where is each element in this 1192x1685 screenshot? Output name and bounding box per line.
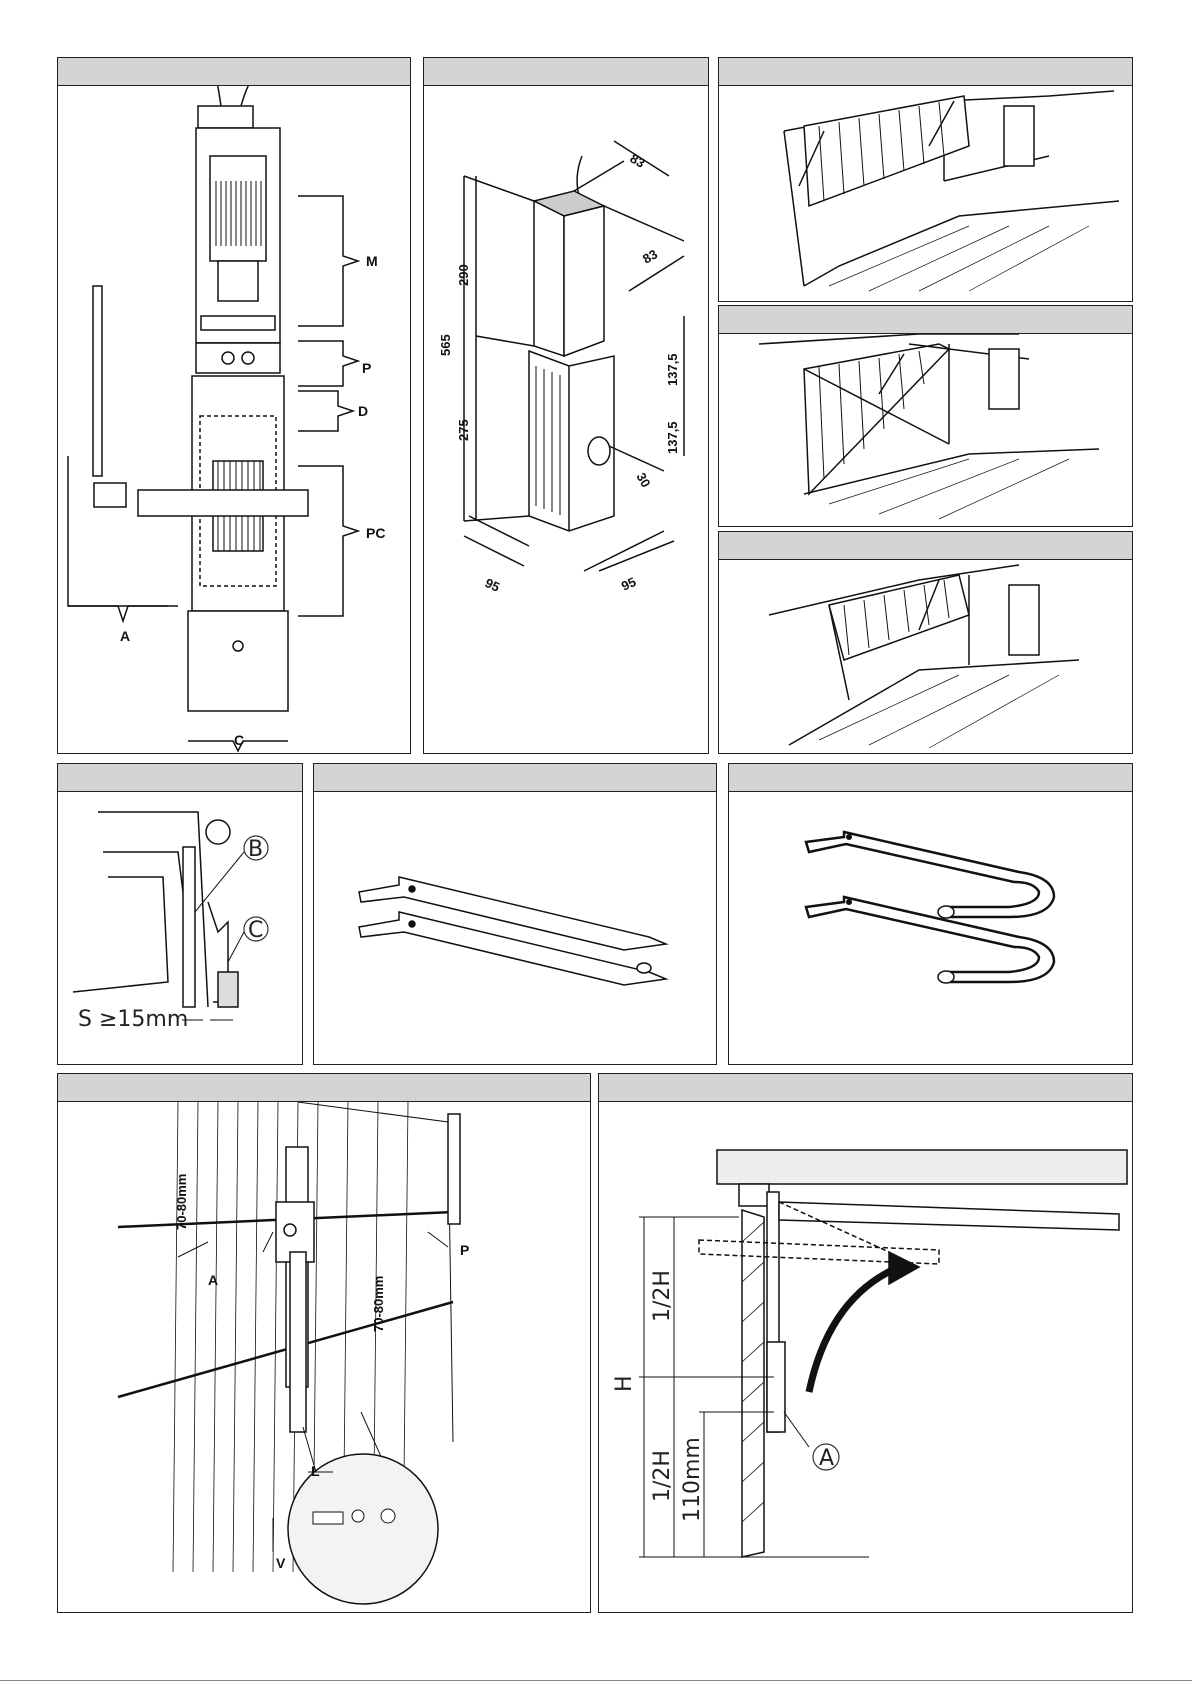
label-d: D [358,403,368,419]
label-h: H [612,1375,637,1392]
panel-installation: 70-80mm 70-80mm A P L V [57,1073,591,1613]
dim-shaft: 30 [633,470,653,490]
panel-door-view-1 [718,57,1133,302]
dim-upper: 290 [456,264,471,286]
panel-header [314,764,716,792]
label-c: C [248,918,263,943]
door-view-2-drawing [719,334,1132,527]
dim-top1: 83 [628,151,648,171]
panel-dimensions: 83 83 565 290 275 137,5 137,5 30 95 95 [423,57,709,754]
panel-header [424,58,708,86]
panel-header [58,58,410,86]
label-dim2: 70-80mm [371,1276,386,1332]
label-b: B [248,837,263,862]
panel-motor-section: M P D PC A C [57,57,411,754]
label-half-lower: 1/2H [650,1450,675,1502]
label-l: L [311,1463,320,1479]
label-pc: PC [366,525,385,541]
curved-arms-drawing [729,792,1132,1065]
panel-header [599,1074,1132,1102]
label-s: S ≥15mm [78,1007,188,1032]
dim-top2: 83 [640,246,660,266]
door-view-3-drawing [719,560,1132,754]
label-a: A [120,628,130,644]
dim-lower: 275 [456,419,471,441]
side-section-drawing: H 1/2H 1/2H 110mm A [599,1102,1132,1613]
label-m: M [366,253,378,269]
panel-curved-arms [728,763,1133,1065]
label-p: P [460,1242,469,1258]
label-dim1: 70-80mm [174,1174,189,1230]
label-a: A [819,1446,834,1471]
panel-clearance: B C S ≥15mm [57,763,303,1065]
label-offset: 110mm [680,1437,705,1522]
panel-side-section: H 1/2H 1/2H 110mm A [598,1073,1133,1613]
dimensions-drawing: 83 83 565 290 275 137,5 137,5 30 95 95 [424,86,708,754]
dim-base1: 95 [483,575,502,595]
dim-side1: 137,5 [665,353,680,386]
clearance-drawing: B C S ≥15mm [58,792,302,1065]
panel-header [58,1074,590,1102]
label-c: C [234,732,244,748]
dim-height-total: 565 [438,334,453,356]
label-a: A [208,1272,218,1288]
label-v: V [276,1555,286,1571]
panel-straight-arms [313,763,717,1065]
panel-door-view-3 [718,531,1133,754]
label-p: P [362,360,371,376]
panel-header [58,764,302,792]
label-half-upper: 1/2H [650,1270,675,1322]
motor-section-drawing: M P D PC A C [58,86,410,754]
footer-rule [0,1680,1192,1681]
panel-header [729,764,1132,792]
dim-base2: 95 [619,574,638,594]
panel-header [719,532,1132,560]
panel-door-view-2 [718,305,1133,527]
panel-header [719,58,1132,86]
dim-side2: 137,5 [665,421,680,454]
door-view-1-drawing [719,86,1132,302]
straight-arms-drawing [314,792,716,1065]
panel-header [719,306,1132,334]
installation-drawing: 70-80mm 70-80mm A P L V [58,1102,590,1613]
